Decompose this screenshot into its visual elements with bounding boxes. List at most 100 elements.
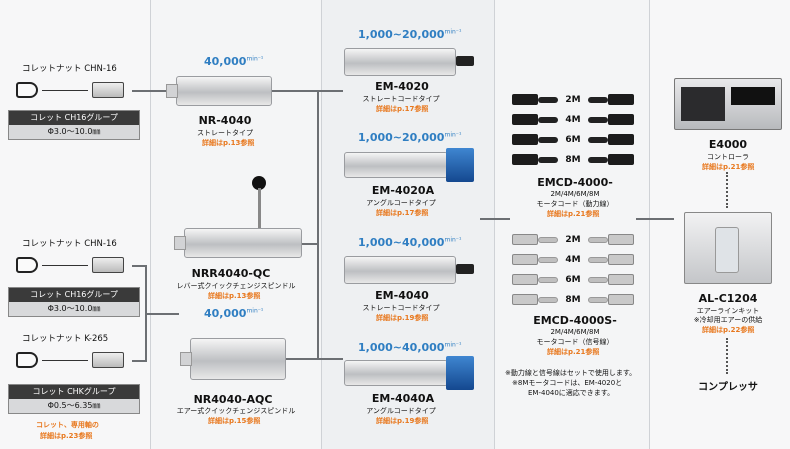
- connector-line: [145, 313, 179, 315]
- motor-speed: 1,000~40,000min⁻¹: [358, 341, 461, 354]
- al-c1204-model: AL-C1204: [698, 292, 758, 305]
- power-cord: [538, 97, 558, 103]
- connector-line: [286, 358, 318, 360]
- lever-rod: [258, 188, 261, 230]
- cord-length: 6M: [565, 135, 581, 145]
- em-4020a-model: EM-4020A: [371, 184, 435, 197]
- lever-knob-icon: [252, 176, 266, 190]
- dotted-connector: [726, 338, 728, 374]
- cord-length: 2M: [565, 235, 581, 245]
- collet-nut-label: コレットナット CHN-16: [22, 239, 117, 249]
- nr-4040-ref: 詳細はp.13参照: [202, 139, 255, 147]
- cord-connector: [608, 94, 634, 105]
- nrr4040-qc-sub: レバー式クイックチェンジスピンドル: [176, 282, 296, 290]
- speed-unit: min⁻¹: [444, 236, 462, 244]
- collet-icon: [92, 257, 124, 273]
- signal-cord: [588, 277, 608, 283]
- signal-cord-sub: モータコード（信号線）: [536, 338, 614, 346]
- motor-speed: 1,000~20,000min⁻¹: [358, 28, 461, 41]
- collet-column-bg: [0, 0, 150, 449]
- power-cord-sub: モータコード（動力線）: [536, 200, 614, 208]
- collet-nut-label: コレットナット CHN-16: [22, 64, 117, 74]
- collet-group-title: コレット CH16グループ: [9, 111, 139, 125]
- cord-column-bg: [495, 0, 649, 449]
- al-c1204-ref: 詳細はp.22参照: [702, 326, 755, 334]
- signal-cord-lengths: 2M/4M/6M/8M: [550, 328, 600, 336]
- connector-line: [132, 90, 176, 92]
- cord-connector: [608, 154, 634, 165]
- divider: [150, 0, 151, 449]
- power-cord: [538, 157, 558, 163]
- em-4040-sub: ストレートコードタイプ: [362, 304, 440, 312]
- em-4020a-ref: 詳細はp.17参照: [376, 209, 429, 217]
- e4000-controller-image: [674, 78, 782, 130]
- power-cord: [588, 157, 608, 163]
- speed-unit: min⁻¹: [444, 341, 462, 349]
- collet-group-range: Φ3.0～10.0㎜: [9, 125, 139, 139]
- signal-cord: [588, 257, 608, 263]
- power-cord-ref: 詳細はp.21参照: [547, 210, 600, 218]
- connector-line: [42, 360, 88, 361]
- signal-cord: [538, 277, 558, 283]
- cord-connector: [512, 114, 538, 125]
- collet-nut-icon: [16, 257, 38, 273]
- power-cord-lengths: 2M/4M/6M/8M: [550, 190, 600, 198]
- al-c1204-image: [684, 212, 772, 284]
- al-c1204-sub: エアーラインキット: [696, 307, 760, 315]
- cord-length: 2M: [565, 95, 581, 105]
- dotted-connector: [726, 172, 728, 208]
- connector-line: [42, 265, 88, 266]
- nrr4040-qc-model: NRR4040-QC: [191, 267, 271, 280]
- nr4040-aqc-sub: エアー式クイックチェンジスピンドル: [176, 407, 296, 415]
- signal-cord: [538, 237, 558, 243]
- speed-unit: min⁻¹: [246, 307, 264, 315]
- e4000-ref: 詳細はp.21参照: [702, 163, 755, 171]
- signal-cord: [538, 257, 558, 263]
- em-4040a-model: EM-4040A: [371, 392, 435, 405]
- cord-connector: [512, 254, 538, 265]
- em-4020-image: [344, 48, 456, 76]
- cord-connector: [512, 294, 538, 305]
- motor-speed: 1,000~40,000min⁻¹: [358, 236, 461, 249]
- controller-panel: [681, 87, 725, 121]
- motor-angle-cap: [446, 356, 474, 390]
- spindle-nose: [166, 84, 178, 98]
- em-4020a-sub: アングルコードタイプ: [366, 199, 436, 207]
- connector-line: [480, 218, 510, 220]
- em-4040-model: EM-4040: [375, 289, 429, 302]
- signal-cord: [588, 297, 608, 303]
- connector-line: [132, 265, 146, 267]
- e4000-sub: コントローラ: [707, 153, 749, 161]
- cord-connector: [608, 294, 634, 305]
- connector-line: [132, 360, 146, 362]
- collet-icon: [92, 352, 124, 368]
- cord-connector: [512, 134, 538, 145]
- nr-4040-sub: ストレートタイプ: [197, 129, 253, 137]
- collet-nut-icon: [16, 352, 38, 368]
- nr4040-aqc-image: [190, 338, 286, 380]
- nr4040-aqc-ref: 詳細はp.15参照: [208, 417, 261, 425]
- power-cord: [588, 117, 608, 123]
- cord-connector: [512, 274, 538, 285]
- compressor-label: コンプレッサ: [698, 382, 758, 393]
- connector-line: [636, 218, 674, 220]
- power-cord: [588, 137, 608, 143]
- spindle-speed: 40,000min⁻¹: [204, 55, 263, 68]
- motor-angle-cap: [446, 148, 474, 182]
- power-cord: [538, 137, 558, 143]
- speed-value: 1,000~20,000: [358, 131, 445, 144]
- speed-value: 40,000: [204, 307, 247, 320]
- cord-note: ※動力線と信号線はセットで使用します。: [505, 369, 637, 377]
- nrr4040-qc-image: [184, 228, 302, 258]
- power-cord: [538, 117, 558, 123]
- em-4040a-sub: アングルコードタイプ: [366, 407, 436, 415]
- speed-unit: min⁻¹: [246, 55, 264, 63]
- cord-connector: [512, 234, 538, 245]
- collet-nut-label: コレットナット K-265: [22, 334, 109, 344]
- cord-note: ※8Mモータコードは、EM-4020と: [512, 379, 623, 387]
- speed-value: 1,000~40,000: [358, 341, 445, 354]
- signal-cord: [538, 297, 558, 303]
- controller-display: [731, 87, 775, 105]
- divider: [321, 0, 322, 449]
- collet-group-range: Φ3.0～10.0㎜: [9, 302, 139, 316]
